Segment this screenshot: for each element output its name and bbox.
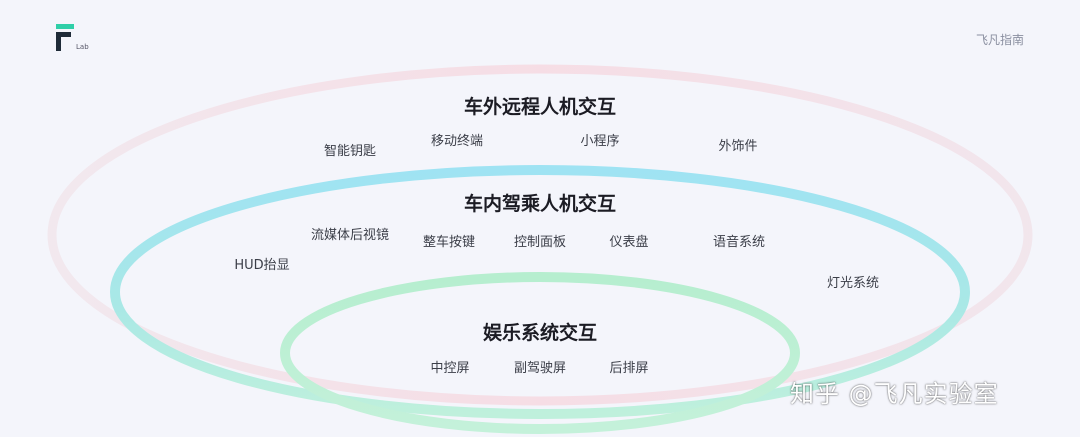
logo-lab-text: Lab: [76, 43, 89, 51]
brand-title: 飞凡指南: [975, 33, 1024, 47]
outer-item-exterior: 外饰件: [718, 139, 758, 154]
outer-ring-title: 车外远程人机交互: [463, 96, 617, 118]
outer-item-smart-key: 智能钥匙: [323, 144, 377, 159]
middle-item-cluster: 仪表盘: [609, 235, 649, 250]
middle-ring: [110, 165, 970, 419]
middle-item-voice: 语音系统: [712, 235, 766, 250]
outer-ring: [47, 64, 1033, 406]
inner-item-passenger-screen: 副驾驶屏: [513, 361, 567, 376]
logo-accent-bar: [56, 24, 74, 29]
logo-mid-bar: [56, 32, 71, 37]
inner-item-center-screen: 中控屏: [430, 361, 470, 376]
outer-item-mini-program: 小程序: [580, 134, 620, 149]
outer-item-mobile: 移动终端: [430, 134, 484, 149]
inner-item-rear-screen: 后排屏: [609, 361, 649, 376]
inner-ring-title: 娱乐系统交互: [482, 322, 598, 344]
middle-item-mirror: 流媒体后视镜: [310, 228, 390, 243]
logo-stem: [56, 32, 61, 51]
middle-item-hud: HUD抬显: [234, 258, 290, 273]
watermark: 知乎 @飞凡实验室: [790, 380, 999, 408]
middle-item-lighting: 灯光系统: [826, 276, 880, 291]
inner-ring: [280, 272, 800, 434]
middle-item-control-panel: 控制面板: [513, 235, 567, 250]
middle-ring-title: 车内驾乘人机交互: [463, 193, 617, 215]
brand-logo: Lab: [56, 24, 96, 54]
middle-item-buttons: 整车按键: [422, 235, 476, 250]
